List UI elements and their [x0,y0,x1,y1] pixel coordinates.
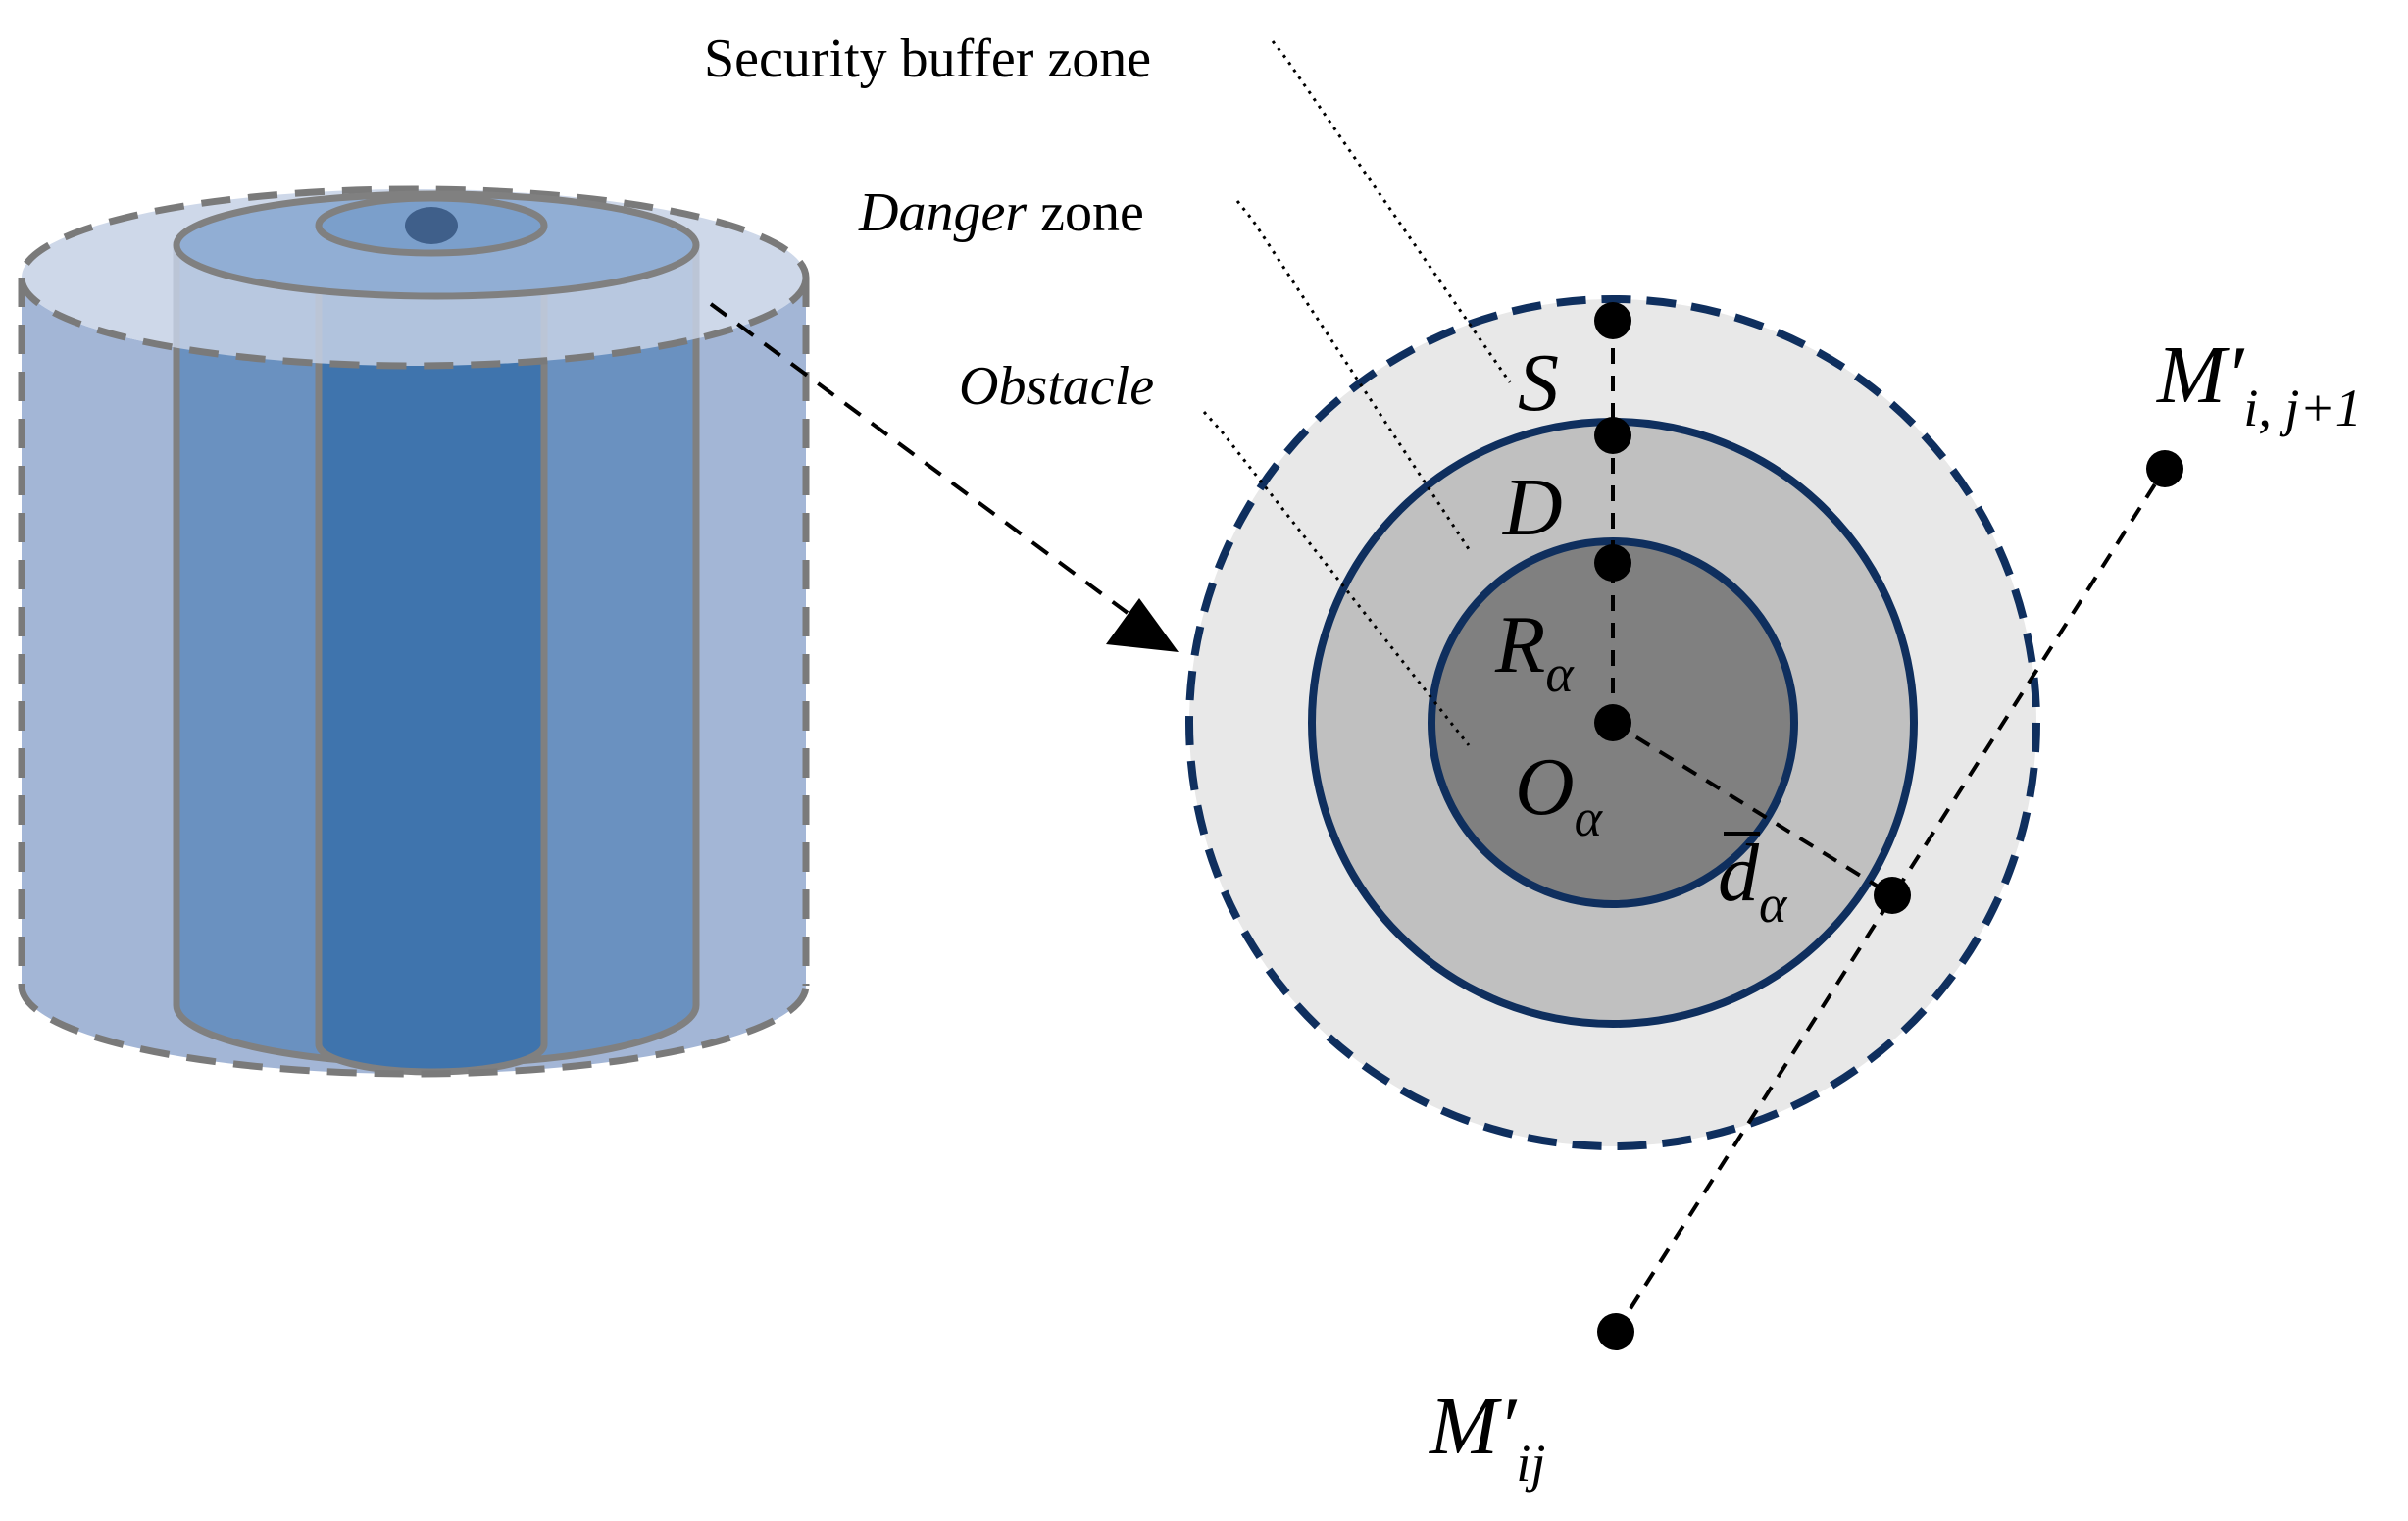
label-M-next-main: M′ [2156,330,2245,421]
label-M-next: M′i, j+1 [2156,330,2362,437]
outer-cylinder-bottom [18,985,810,1078]
label-D: D [1502,462,1563,553]
security-leader-line [1271,40,1512,383]
label-M-current: M′ij [1429,1381,1545,1493]
point-center [1594,704,1631,741]
label-O-sub: α [1575,788,1604,847]
leader-lines [1202,40,1512,746]
label-d-alpha: dα [1718,828,1788,934]
projection-arrow [709,302,1179,652]
label-d-main: d [1718,828,1760,919]
obstacle-leader-line [1202,410,1471,746]
svg-text:dα: dα [1718,828,1788,934]
point-m-current [1597,1313,1634,1350]
cylinder-3d-model [18,185,810,1078]
point-danger-edge [1594,417,1631,454]
path-dashed-line [1614,467,2167,1334]
point-m-next [2146,450,2183,487]
label-O-alpha: Oα [1515,741,1604,847]
label-R-sub: α [1545,644,1575,703]
danger-zone-label: Danger zone [858,182,1144,243]
label-M-current-main: M′ [1429,1381,1518,1472]
cylinder-center-dot [405,207,458,244]
label-R-main: R [1494,599,1545,690]
danger-zone-label-italic: Danger [858,182,1027,243]
point-buffer-edge [1594,302,1631,339]
label-d-sub: α [1759,875,1788,934]
arrow-head [1106,598,1179,652]
point-obstacle-edge [1594,544,1631,582]
obstacle-label: Obstacle [959,356,1154,417]
label-S: S [1518,337,1559,429]
danger-zone-label-rest: zone [1027,182,1144,243]
security-buffer-zone-label: Security buffer zone [704,28,1151,89]
label-M-next-sub: i, j+1 [2243,379,2361,437]
label-M-current-sub: ij [1516,1434,1545,1493]
label-O-main: O [1515,741,1575,833]
points [1594,302,2183,1350]
label-R-alpha: Rα [1494,599,1575,703]
point-nearest-on-path [1874,877,1911,914]
